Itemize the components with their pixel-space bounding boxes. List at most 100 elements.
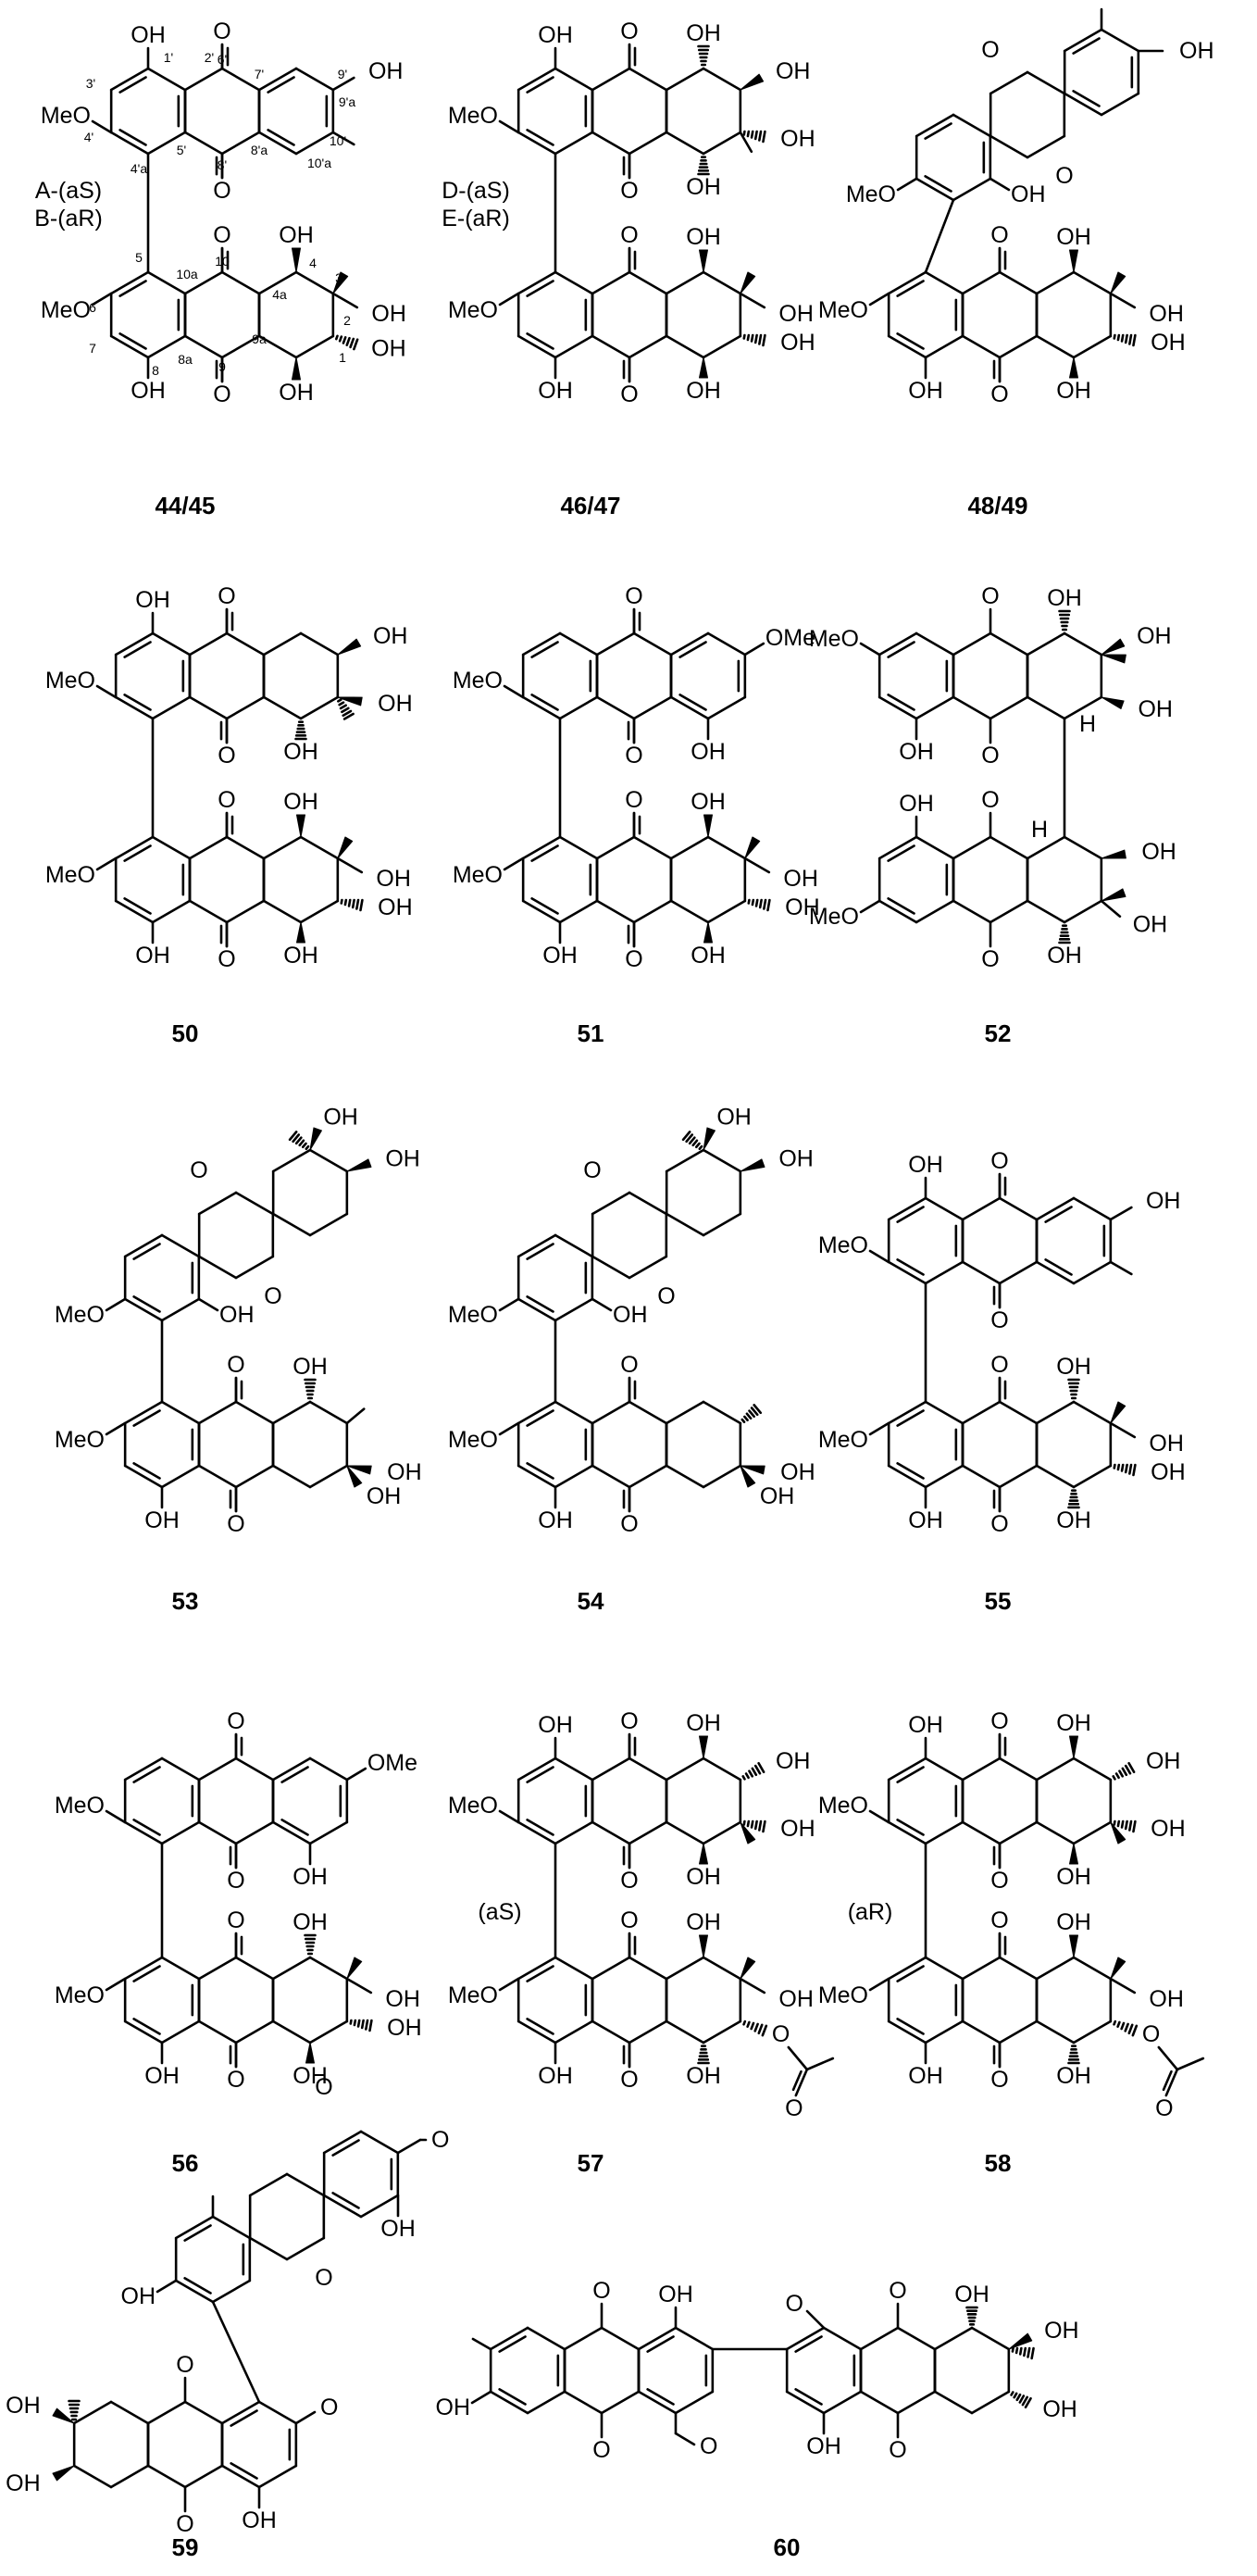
bond — [489, 2326, 529, 2351]
bond — [887, 1260, 927, 1285]
bond — [753, 333, 758, 344]
bond — [1035, 1757, 1076, 1782]
bond — [294, 2410, 317, 2425]
bond — [794, 2335, 823, 2353]
atom-label: OH — [776, 58, 811, 84]
bond — [595, 835, 636, 860]
bond — [1124, 2022, 1129, 2032]
bond — [1035, 270, 1076, 295]
wedge-bond — [52, 2407, 75, 2424]
carbonyl-oxygen: O — [227, 2067, 244, 2093]
bond — [132, 1965, 161, 1982]
bond — [924, 1196, 965, 1221]
bond — [702, 1212, 742, 1237]
wedge-bond — [1110, 1401, 1126, 1424]
bond — [691, 1139, 699, 1147]
compound-number: 46/47 — [560, 492, 620, 519]
wedge-bond — [346, 1957, 363, 1980]
bond — [763, 898, 767, 910]
bond — [702, 1820, 742, 1845]
bond — [742, 2020, 747, 2026]
bond — [521, 631, 562, 657]
bond — [1072, 90, 1101, 107]
bond — [591, 2020, 631, 2045]
atom-label: MeO — [448, 1982, 498, 2008]
wedge-bond — [740, 1957, 756, 1980]
bond — [961, 1757, 1002, 1782]
bond — [591, 1191, 631, 1216]
atom-label: OH — [538, 1507, 573, 1533]
bond — [109, 2400, 150, 2425]
wedge-bond — [292, 356, 301, 381]
compound-number: 57 — [578, 2149, 604, 2177]
bond — [761, 2024, 768, 2037]
compound-number: 56 — [172, 2149, 199, 2177]
wedge-bond — [346, 1158, 372, 1172]
compound-number: 58 — [985, 2149, 1012, 2177]
bond — [750, 333, 754, 343]
bond — [95, 857, 118, 871]
bond — [1113, 1819, 1116, 1826]
bond — [758, 898, 763, 909]
bond — [299, 899, 340, 924]
bond — [123, 2020, 164, 2045]
bond — [299, 631, 340, 657]
atom-number: 9' — [338, 67, 347, 81]
bond — [225, 899, 266, 924]
carbonyl-oxygen: O — [592, 2278, 610, 2304]
bond — [558, 835, 599, 860]
bond — [628, 1191, 668, 1216]
bond — [516, 131, 557, 156]
bond — [308, 1956, 349, 1981]
bond — [665, 1148, 705, 1173]
bond — [341, 707, 350, 714]
bond — [591, 1255, 631, 1280]
bond — [924, 1464, 965, 1489]
wedge-bond — [1069, 1735, 1078, 1759]
bond — [1113, 2020, 1117, 2026]
bond — [1128, 1819, 1133, 1832]
bond — [868, 1421, 890, 1436]
compound-number: 44/45 — [155, 492, 215, 519]
bond — [989, 177, 1011, 192]
atom-label: OH — [376, 866, 411, 892]
carbonyl-oxygen: O — [981, 583, 999, 609]
atom-number: 1 — [339, 350, 346, 365]
bond — [632, 899, 673, 924]
bond — [1013, 2392, 1018, 2399]
bond — [1010, 2391, 1014, 2396]
atom-label: MeO — [448, 103, 498, 129]
wedge-bond — [1069, 1843, 1078, 1865]
bond — [1100, 28, 1140, 53]
wedge-bond — [740, 1821, 756, 1844]
atom-number: 4 — [309, 256, 317, 270]
atom-number: 5 — [135, 250, 143, 265]
bond — [516, 1464, 557, 1489]
carbonyl-oxygen: O — [620, 2067, 638, 2093]
bond — [353, 338, 359, 351]
carbonyl-oxygen: O — [227, 1352, 244, 1378]
methoxy-oxygen: O — [700, 2433, 717, 2459]
bond — [118, 76, 147, 94]
bond — [197, 1255, 238, 1280]
bond — [591, 1757, 631, 1782]
bond — [123, 897, 152, 915]
bond — [132, 1409, 161, 1427]
bond — [498, 1297, 520, 1312]
bond — [526, 1462, 554, 1480]
bond — [123, 1956, 164, 1981]
bond — [915, 695, 955, 720]
bond — [591, 1297, 613, 1312]
bond — [702, 1148, 742, 1173]
carbonyl-oxygen: O — [990, 1352, 1008, 1378]
bond — [359, 2130, 400, 2155]
bond — [998, 1956, 1039, 1981]
atom-label: MeO — [818, 1427, 868, 1453]
stereo-note: (aS) — [478, 1899, 521, 1925]
bond — [646, 2335, 675, 2353]
atom-label: OH — [131, 22, 166, 48]
bond — [188, 899, 229, 924]
carbonyl-oxygen: O — [620, 1868, 638, 1894]
bond — [498, 292, 520, 306]
